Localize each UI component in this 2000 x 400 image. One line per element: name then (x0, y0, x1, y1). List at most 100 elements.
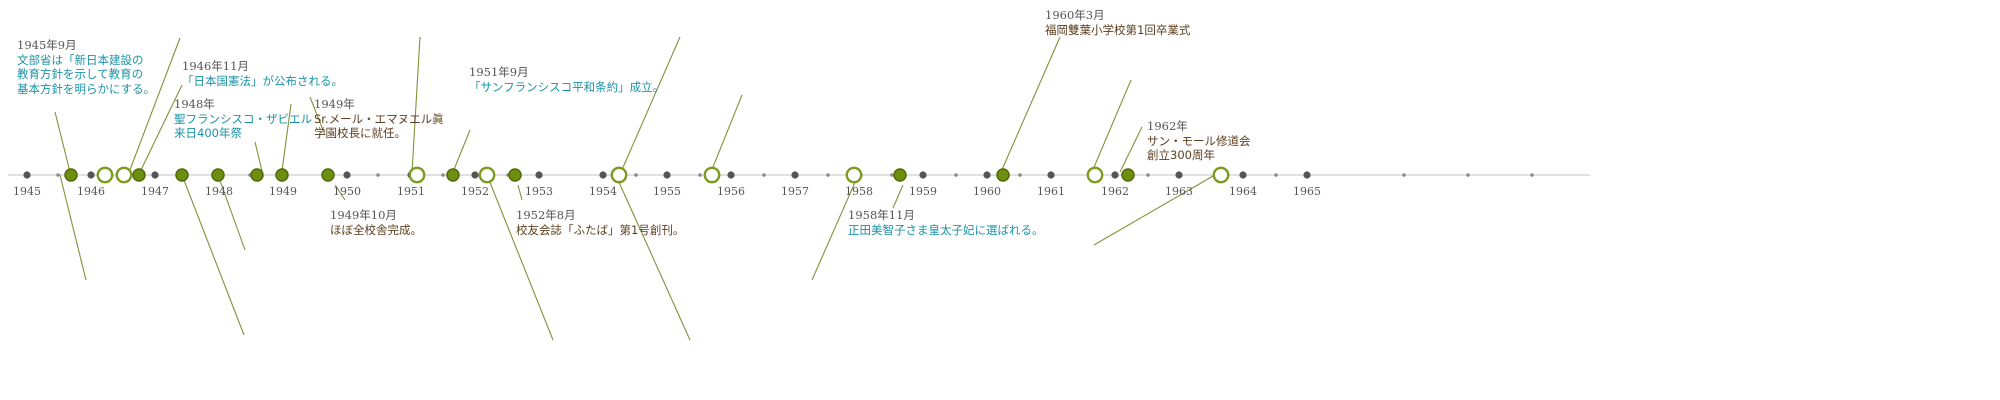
year-tick-dot (535, 171, 543, 179)
minor-tick-dot (1146, 173, 1150, 177)
year-tick-dot (727, 171, 735, 179)
event-1949[interactable]: 1949年 Sr.メール・エマヌエル眞 学園校長に就任。 (314, 97, 444, 141)
year-label: 1954 (589, 185, 617, 198)
annotation-leader-line (1000, 36, 1061, 173)
year-tick-dot (343, 171, 351, 179)
event-marker-filled[interactable] (446, 168, 460, 182)
event-text: 福岡雙葉小学校第1回卒業式 (1045, 22, 1191, 37)
event-date: 1945年9月 (17, 38, 77, 52)
year-tick-dot (1239, 171, 1247, 179)
event-marker-filled[interactable] (64, 168, 78, 182)
event-marker-hollow[interactable] (96, 166, 114, 184)
minor-tick-dot (56, 173, 60, 177)
event-marker-filled[interactable] (893, 168, 907, 182)
annotation-leader-line (254, 141, 263, 172)
year-label: 1945 (13, 185, 41, 198)
event-1946-11[interactable]: 1946年11月 「日本国憲法」が公布される。 (182, 59, 343, 88)
event-date: 1948年 (174, 97, 215, 111)
event-marker-hollow[interactable] (478, 166, 496, 184)
event-date: 1962年 (1147, 119, 1188, 133)
event-1945-09[interactable]: 1945年9月 文部省は「新日本建設の 教育方針を示して教育の 基本方針を明らか… (17, 38, 155, 96)
event-marker-hollow[interactable] (408, 166, 426, 184)
minor-tick-dot (1274, 173, 1278, 177)
year-label: 1960 (973, 185, 1001, 198)
event-marker-filled[interactable] (321, 168, 335, 182)
annotation-leader-line (334, 184, 346, 201)
annotation-leader-line (1093, 171, 1221, 246)
annotation-leader-line (617, 179, 691, 341)
annotation-leader-line (892, 184, 904, 209)
minor-tick-dot (634, 173, 638, 177)
event-marker-filled[interactable] (211, 168, 225, 182)
event-marker-filled[interactable] (508, 168, 522, 182)
year-tick-dot (471, 171, 479, 179)
annotation-leader-line (811, 179, 857, 281)
event-marker-filled[interactable] (250, 168, 264, 182)
event-date: 1952年8月 (516, 208, 576, 222)
year-label: 1955 (653, 185, 681, 198)
year-tick-dot (663, 171, 671, 179)
event-marker-filled[interactable] (996, 168, 1010, 182)
event-1949-10[interactable]: 1949年10月 ほぼ全校舎完成。 (330, 208, 422, 237)
event-text: ほぼ全校舎完成。 (330, 222, 422, 237)
event-text: 文部省は「新日本建設の 教育方針を示して教育の 基本方針を明らかにする。 (17, 52, 156, 96)
annotation-leader-line (411, 36, 421, 173)
event-marker-hollow[interactable] (1212, 166, 1230, 184)
event-marker-hollow[interactable] (1086, 166, 1104, 184)
event-date: 1960年3月 (1045, 8, 1105, 22)
year-label: 1946 (77, 185, 105, 198)
event-1952-08[interactable]: 1952年8月 校友会誌「ふたば」第1号創刊。 (516, 208, 684, 237)
year-label: 1963 (1165, 185, 1193, 198)
event-marker-filled[interactable] (175, 168, 189, 182)
event-text: 校友会誌「ふたば」第1号創刊。 (516, 222, 685, 237)
annotation-leader-line (488, 179, 554, 341)
annotation-leader-line (309, 96, 326, 136)
event-date: 1946年11月 (182, 59, 249, 73)
year-tick-dot (1175, 171, 1183, 179)
year-label: 1952 (461, 185, 489, 198)
year-tick-dot (151, 171, 159, 179)
event-text: Sr.メール・エマヌエル眞 学園校長に就任。 (314, 111, 444, 141)
event-text: 正田美智子さま皇太子妃に選ばれる。 (848, 222, 1044, 237)
year-label: 1958 (845, 185, 873, 198)
annotation-leader-line (710, 94, 743, 173)
event-1960-03[interactable]: 1960年3月 福岡雙葉小学校第1回卒業式 (1045, 8, 1190, 37)
event-marker-filled[interactable] (132, 168, 146, 182)
timeline-markers (23, 166, 1534, 184)
event-1948[interactable]: 1948年 聖フランシスコ・ザビエル 来日400年祭 (174, 97, 312, 141)
event-marker-filled[interactable] (275, 168, 289, 182)
year-label: 1962 (1101, 185, 1129, 198)
year-tick-dot (1111, 171, 1119, 179)
annotation-leader-line (139, 84, 183, 173)
year-tick-dot (791, 171, 799, 179)
event-marker-hollow[interactable] (115, 166, 133, 184)
minor-tick-dot (376, 173, 380, 177)
annotation-leader-line (59, 174, 87, 281)
minor-tick-dot (1018, 173, 1022, 177)
event-date: 1951年9月 (469, 65, 529, 79)
event-marker-filled[interactable] (1121, 168, 1135, 182)
event-marker-hollow[interactable] (610, 166, 628, 184)
minor-tick-dot (954, 173, 958, 177)
annotation-leader-line (1119, 126, 1143, 173)
event-date: 1949年10月 (330, 208, 397, 222)
event-text: 聖フランシスコ・ザビエル 来日400年祭 (174, 111, 312, 141)
annotation-leader-line (1091, 79, 1132, 173)
year-label: 1949 (269, 185, 297, 198)
annotation-leader-line (452, 129, 471, 173)
year-label: 1948 (205, 185, 233, 198)
minor-tick-dot (441, 173, 445, 177)
year-label: 1951 (397, 185, 425, 198)
event-marker-hollow[interactable] (845, 166, 863, 184)
event-1951-09[interactable]: 1951年9月 「サンフランシスコ平和条約」成立。 (469, 65, 664, 94)
minor-tick-dot (762, 173, 766, 177)
year-label: 1956 (717, 185, 745, 198)
annotation-leader-line (217, 174, 246, 251)
year-tick-dot (1303, 171, 1311, 179)
event-marker-hollow[interactable] (703, 166, 721, 184)
event-1958-11[interactable]: 1958年11月 正田美智子さま皇太子妃に選ばれる。 (848, 208, 1044, 237)
minor-tick-dot (1466, 173, 1470, 177)
event-1962[interactable]: 1962年 サン・モール修道会 創立300周年 (1147, 119, 1251, 163)
